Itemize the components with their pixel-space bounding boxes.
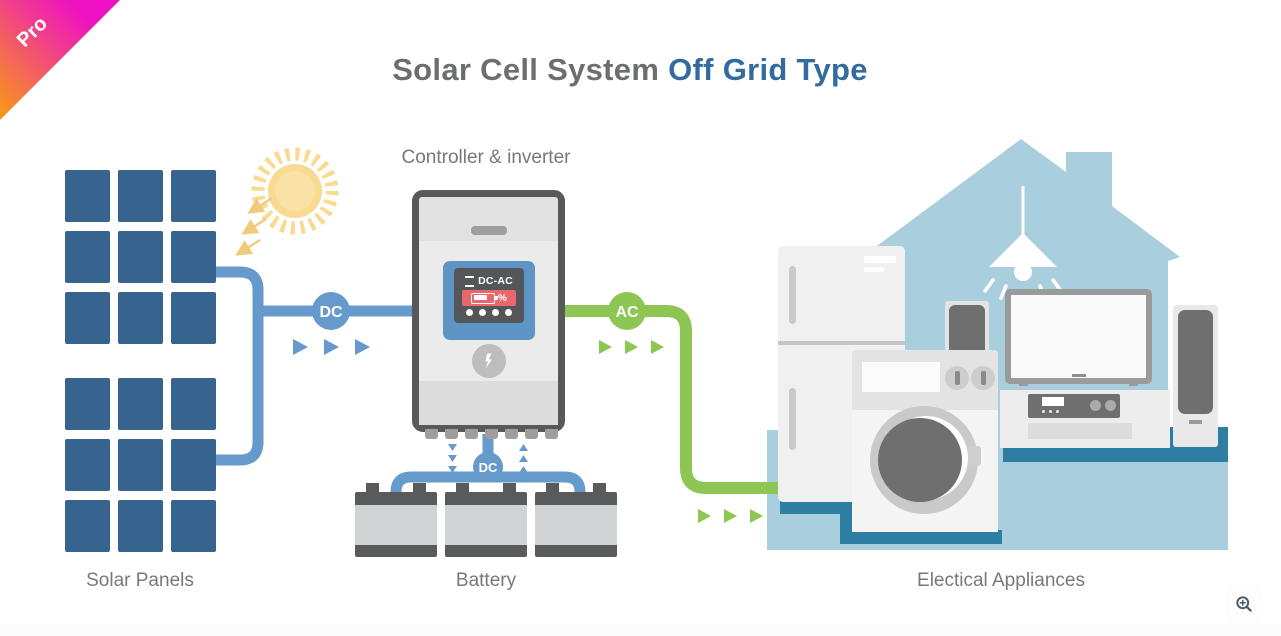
battery-terminal bbox=[593, 483, 606, 492]
battery-caption: Battery bbox=[455, 570, 517, 591]
solar-cell bbox=[171, 170, 216, 222]
console-shelf bbox=[1028, 423, 1132, 439]
solar-cell bbox=[65, 500, 110, 552]
battery-status-display: % bbox=[462, 290, 516, 306]
washer-door-handle bbox=[968, 446, 981, 466]
battery-terminal bbox=[503, 483, 516, 492]
menu-lines-icon bbox=[465, 275, 475, 287]
solar-cell bbox=[171, 231, 216, 283]
connector-tab bbox=[545, 429, 558, 439]
receiver-display bbox=[1042, 397, 1064, 406]
battery-unit-2 bbox=[445, 483, 527, 557]
solar-cell bbox=[171, 378, 216, 430]
battery-terminal bbox=[366, 483, 379, 492]
percent-sign: % bbox=[498, 292, 507, 304]
solar-cell bbox=[118, 170, 163, 222]
display-buttons bbox=[466, 309, 512, 316]
solar-cell bbox=[65, 231, 110, 283]
connector-tab bbox=[485, 429, 498, 439]
sunlight-arrows bbox=[235, 196, 273, 256]
solar-cell bbox=[118, 439, 163, 491]
wire-node-dc-panel: DC bbox=[312, 292, 350, 330]
fridge-handle bbox=[789, 388, 796, 450]
display-mode-text: DC-AC bbox=[478, 275, 513, 287]
controller-vent-slot bbox=[470, 226, 507, 235]
ac-flow-arrows bbox=[599, 340, 763, 523]
wire-node-ac: AC bbox=[608, 292, 646, 330]
controller-caption: Controller & inverter bbox=[401, 147, 571, 168]
solar-cell bbox=[118, 500, 163, 552]
battery-unit-3 bbox=[535, 483, 617, 557]
washer-knob bbox=[971, 366, 995, 390]
washer-knob bbox=[945, 366, 969, 390]
solar-panel-array-top bbox=[65, 170, 216, 344]
solar-cell bbox=[65, 170, 110, 222]
av-receiver bbox=[1028, 394, 1120, 418]
zoom-in-button[interactable] bbox=[1226, 586, 1262, 622]
bolt-logo-icon bbox=[471, 344, 506, 378]
tv-console bbox=[1000, 390, 1170, 448]
tv-leg bbox=[1019, 378, 1028, 386]
battery-terminal bbox=[456, 483, 469, 492]
receiver-knob bbox=[1090, 400, 1101, 411]
sun-icon bbox=[235, 147, 339, 256]
solar-panels-caption: Solar Panels bbox=[86, 570, 194, 591]
fridge-door-seam bbox=[778, 341, 905, 345]
wire-ac bbox=[558, 305, 782, 494]
connector-tab bbox=[525, 429, 538, 439]
television bbox=[1005, 289, 1152, 386]
solar-cell bbox=[65, 292, 110, 344]
speaker-grille bbox=[1178, 310, 1213, 414]
controller-inverter-unit: DC-AC % bbox=[412, 190, 565, 439]
connector-tab bbox=[465, 429, 478, 439]
bookshelf-speaker bbox=[945, 301, 989, 357]
battery-terminal bbox=[413, 483, 426, 492]
zoom-in-icon bbox=[1235, 595, 1252, 612]
title-accent: Off Grid Type bbox=[668, 52, 868, 87]
page-title: Solar Cell System Off Grid Type bbox=[0, 52, 1260, 88]
page-edge bbox=[0, 624, 1281, 636]
battery-terminal bbox=[546, 483, 559, 492]
solar-cell bbox=[171, 500, 216, 552]
receiver-knob bbox=[1105, 400, 1116, 411]
fridge-handle bbox=[789, 266, 796, 324]
solar-cell bbox=[118, 378, 163, 430]
battery-unit-1 bbox=[355, 483, 437, 557]
solar-panel-array-bottom bbox=[65, 378, 216, 552]
svg-text:AC: AC bbox=[615, 304, 639, 321]
solar-cell bbox=[118, 231, 163, 283]
receiver-buttons bbox=[1042, 410, 1059, 413]
fridge-vent bbox=[864, 256, 896, 263]
solar-cell bbox=[65, 378, 110, 430]
controller-screen: DC-AC % bbox=[454, 268, 524, 323]
solar-cell bbox=[118, 292, 163, 344]
controller-display-panel: DC-AC % bbox=[443, 261, 535, 340]
appliances-caption: Electical Appliances bbox=[917, 570, 1085, 591]
pro-badge-label: Pro bbox=[12, 12, 52, 52]
fridge-vent bbox=[864, 267, 884, 272]
tv-brand-mark bbox=[1071, 374, 1086, 377]
ceiling-lamp-icon bbox=[983, 186, 1063, 300]
title-main: Solar Cell System bbox=[392, 52, 660, 87]
tv-leg bbox=[1129, 378, 1138, 386]
washing-machine bbox=[852, 350, 998, 532]
connector-tab bbox=[445, 429, 458, 439]
solar-cell bbox=[65, 439, 110, 491]
controller-bottom-strip bbox=[419, 381, 558, 425]
washer-drum bbox=[878, 418, 962, 502]
floor-speaker bbox=[1173, 305, 1218, 447]
battery-level-icon bbox=[471, 292, 499, 304]
solar-cell bbox=[171, 292, 216, 344]
svg-text:DC: DC bbox=[319, 304, 343, 321]
svg-text:DC: DC bbox=[479, 460, 498, 475]
connector-tab bbox=[505, 429, 518, 439]
washer-display bbox=[862, 362, 940, 392]
speaker-badge bbox=[1189, 420, 1202, 424]
solar-cell bbox=[171, 439, 216, 491]
wire-node-dc-battery: DC bbox=[473, 452, 503, 482]
connector-tab bbox=[425, 429, 438, 439]
